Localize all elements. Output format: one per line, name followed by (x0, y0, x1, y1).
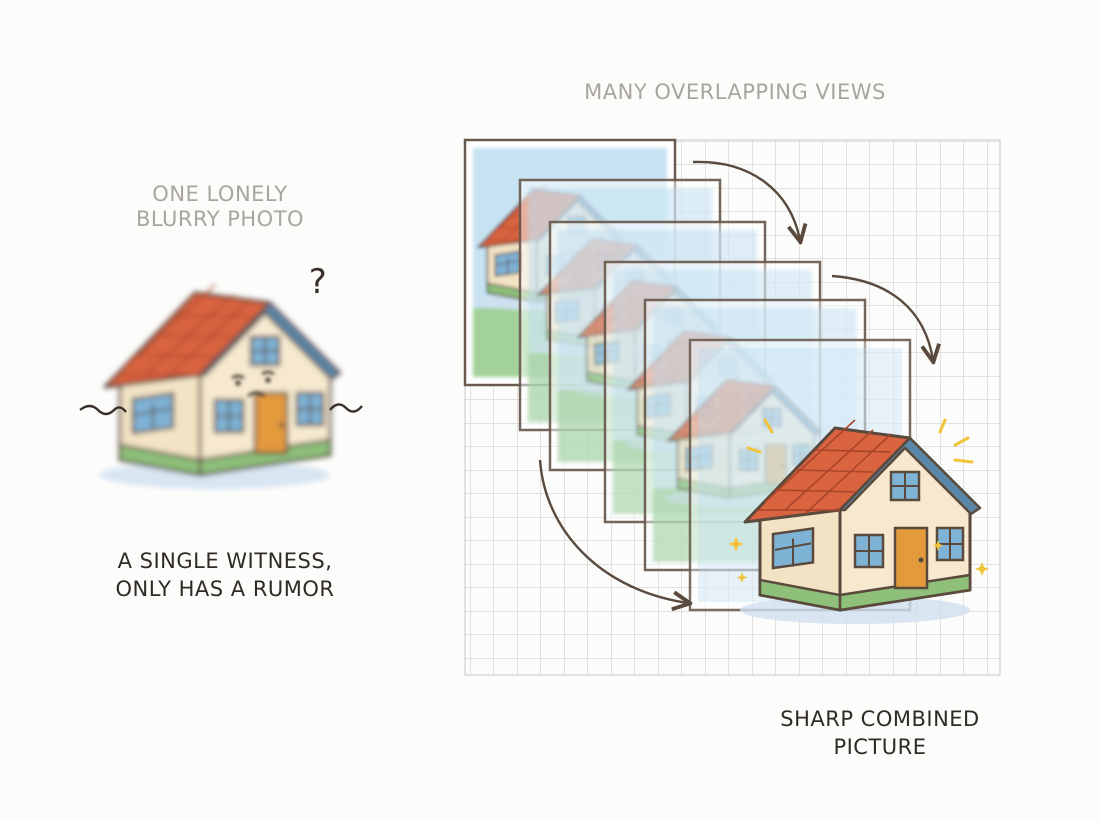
right-caption-top: MANY OVERLAPPING VIEWS (584, 80, 886, 104)
question-mark-icon: ? (308, 262, 328, 302)
wiggle-left-line (79, 404, 127, 416)
left-caption-top-line1: ONE LONELY (152, 182, 288, 206)
sparkle-icon (746, 418, 974, 464)
left-caption-bottom: A SINGLE WITNESS, ONLY HAS A RUMOR (90, 547, 360, 604)
wiggle-right-line (329, 403, 363, 413)
worried-face (231, 370, 275, 397)
star-icon (728, 536, 989, 583)
right-caption-bottom-line2: PICTURE (833, 735, 927, 760)
arrow-middle (831, 274, 933, 360)
left-caption-bottom-line1: A SINGLE WITNESS, (117, 549, 333, 573)
blurry-house (98, 283, 342, 491)
right-caption-bottom: SHARP COMBINED PICTURE (760, 705, 1000, 762)
arrow-bottom (538, 459, 688, 603)
arrow-top (692, 160, 800, 240)
merge-arrows (538, 160, 933, 603)
left-caption-top-line2: BLURRY PHOTO (135, 207, 305, 232)
left-caption-bottom-line2: ONLY HAS A RUMOR (115, 577, 335, 602)
left-caption-top: ONE LONELY BLURRY PHOTO (110, 182, 330, 232)
right-caption-bottom-line1: SHARP COMBINED (780, 707, 980, 731)
